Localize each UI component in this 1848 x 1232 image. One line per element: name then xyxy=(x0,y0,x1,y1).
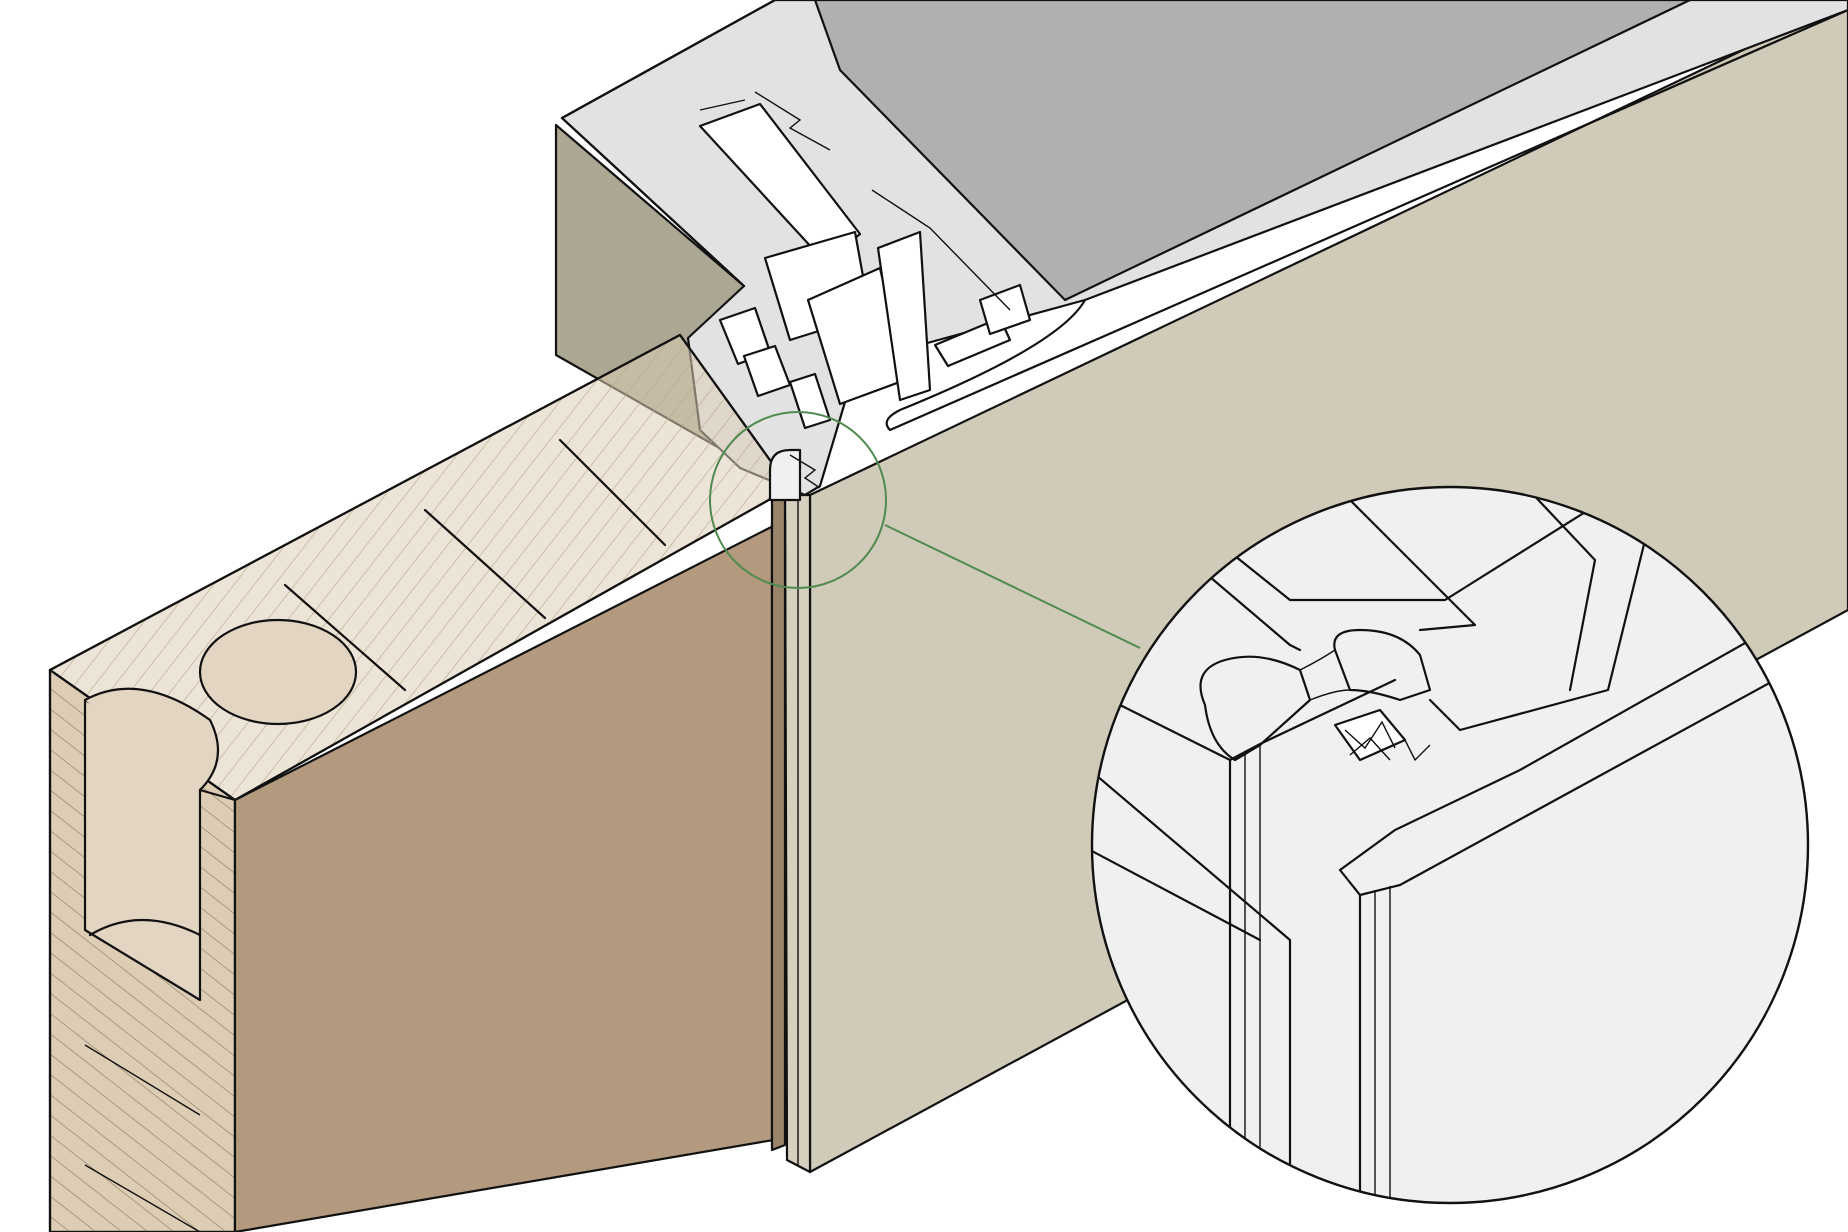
magnified-detail-border xyxy=(1090,485,1810,1205)
callout-source-circle xyxy=(709,411,887,589)
detail-callout xyxy=(709,411,1141,649)
core-bore-upper xyxy=(198,618,358,726)
aluminium-profile xyxy=(698,91,1032,430)
door-leaf xyxy=(48,333,792,1232)
corner-seal xyxy=(768,448,821,502)
callout-leader-line xyxy=(884,524,1141,649)
glazing-panel xyxy=(813,0,1692,302)
seal-fins xyxy=(1333,708,1431,762)
magnified-detail xyxy=(1090,485,1810,1205)
